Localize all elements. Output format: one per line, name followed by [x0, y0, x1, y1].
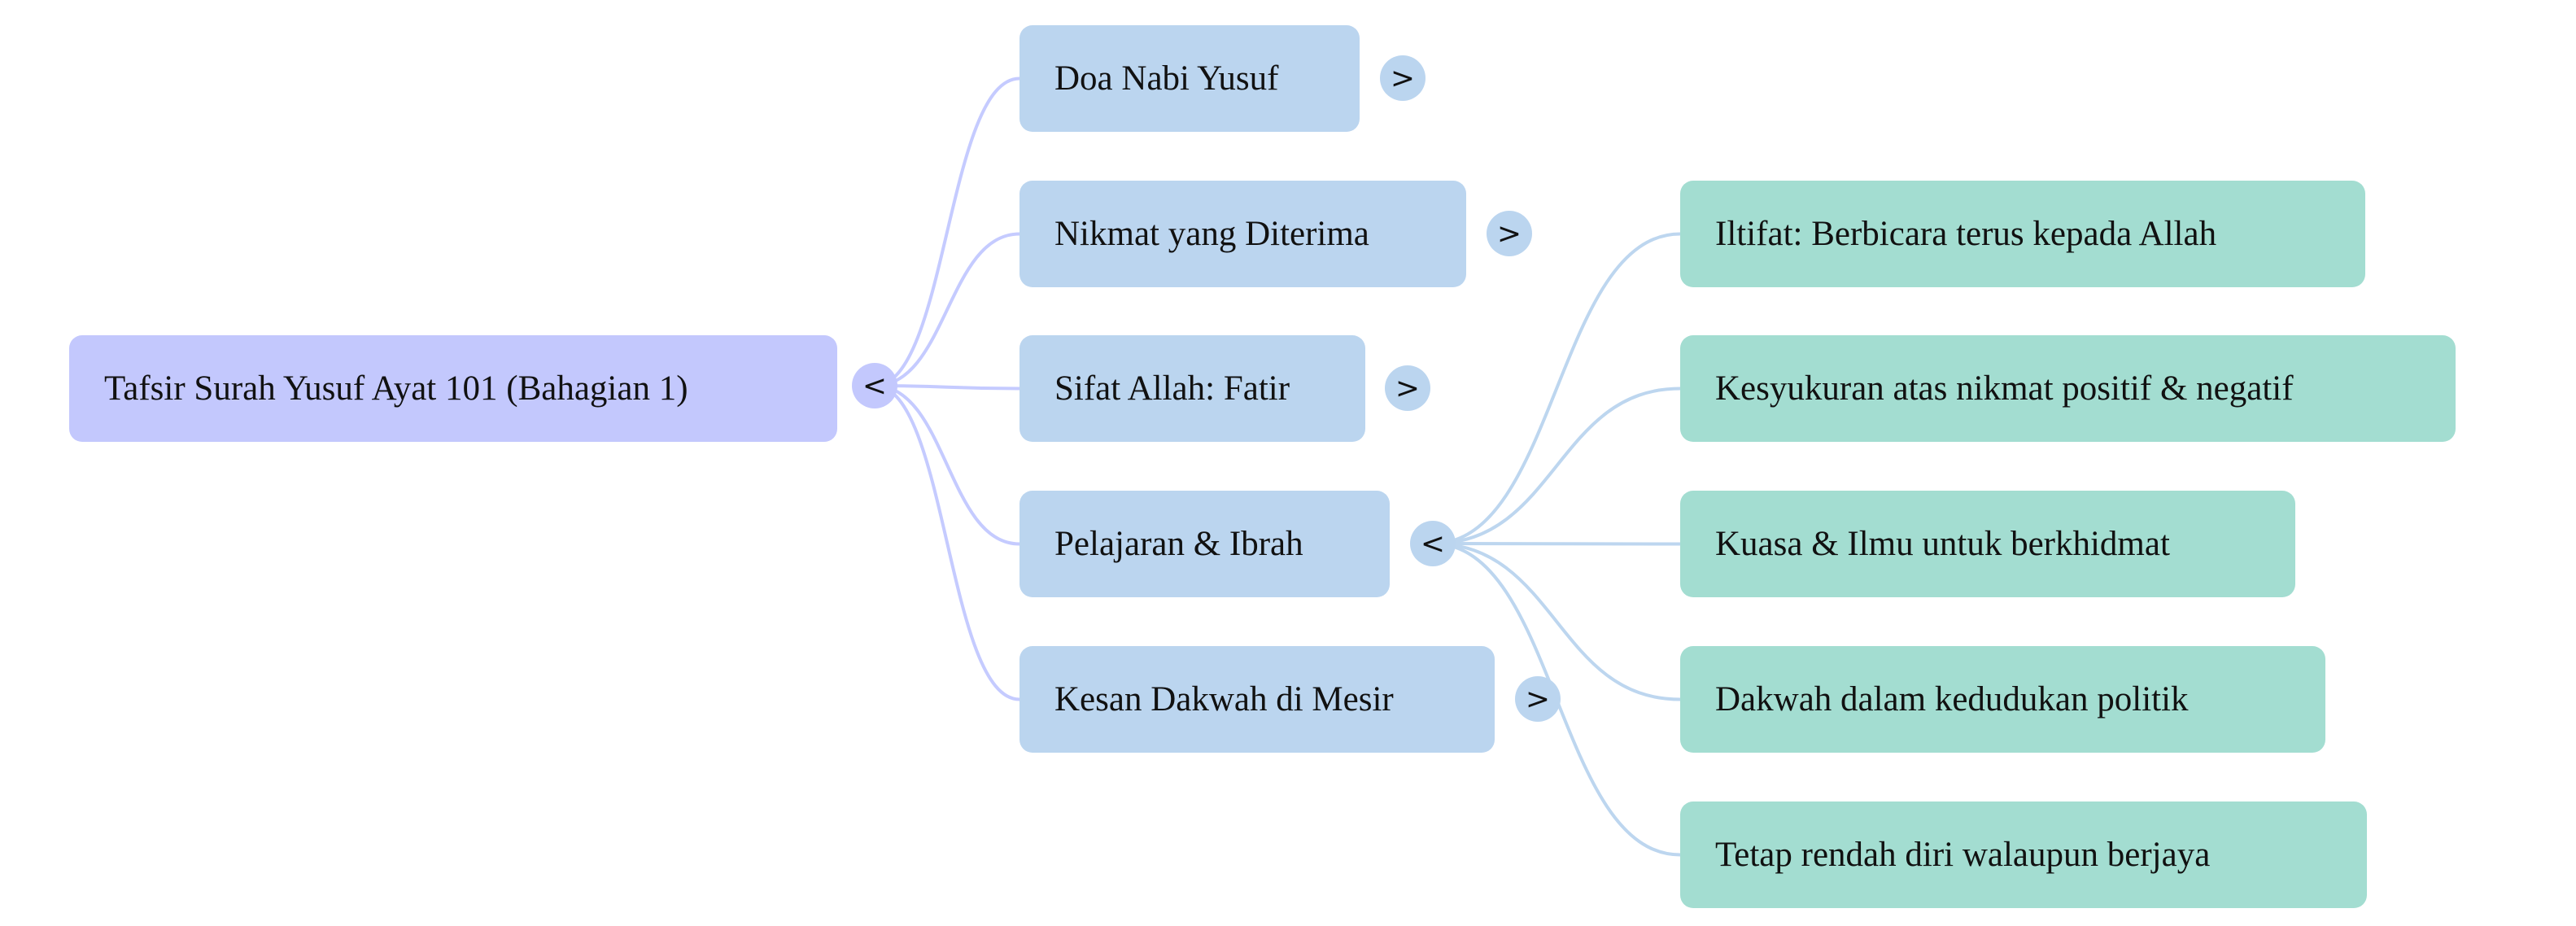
root-connector-line	[874, 384, 1020, 546]
subtopic-node-rendah-diri[interactable]: Tetap rendah diri walaupun berjaya	[1680, 802, 2367, 908]
topic-node-kesan-dakwah-di-mesir[interactable]: Kesan Dakwah di Mesir	[1019, 646, 1495, 753]
subtopic-node-label: Tetap rendah diri walaupun berjaya	[1715, 836, 2211, 874]
subtopic-node-kesyukuran[interactable]: Kesyukuran atas nikmat positif & negatif	[1680, 335, 2456, 442]
subtopic-connector-line	[1432, 387, 1681, 545]
collapse-icon: <	[862, 369, 888, 403]
root-connector-line	[874, 76, 1020, 387]
topic-node-nikmat-yang-diterima[interactable]: Nikmat yang Diterima	[1019, 181, 1466, 287]
expand-toggle-doa-nabi-yusuf[interactable]: >	[1380, 55, 1426, 101]
topic-node-pelajaran-ibrah[interactable]: Pelajaran & Ibrah	[1019, 491, 1390, 597]
topic-node-doa-nabi-yusuf[interactable]: Doa Nabi Yusuf	[1019, 25, 1360, 132]
topic-node-label: Nikmat yang Diterima	[1054, 215, 1369, 253]
subtopic-connector-line	[1432, 542, 1681, 701]
root-node-label: Tafsir Surah Yusuf Ayat 101 (Bahagian 1)	[104, 369, 688, 408]
expand-icon: >	[1525, 682, 1551, 716]
collapse-toggle-pelajaran-ibrah[interactable]: <	[1410, 521, 1456, 566]
expand-toggle-kesan-dakwah-di-mesir[interactable]: >	[1515, 676, 1561, 722]
expand-icon: >	[1496, 216, 1522, 251]
subtopic-connector-line	[1432, 232, 1681, 545]
topic-node-label: Sifat Allah: Fatir	[1054, 369, 1290, 408]
subtopic-node-label: Dakwah dalam kedudukan politik	[1715, 680, 2189, 719]
collapse-icon: <	[1420, 526, 1446, 561]
subtopic-node-kuasa-ilmu[interactable]: Kuasa & Ilmu untuk berkhidmat	[1680, 491, 2295, 597]
expand-toggle-nikmat-yang-diterima[interactable]: >	[1487, 211, 1532, 256]
root-connector-line	[874, 384, 1020, 701]
root-connector-line	[874, 384, 1020, 391]
topic-node-label: Doa Nabi Yusuf	[1054, 59, 1279, 98]
expand-icon: >	[1390, 61, 1416, 95]
topic-node-label: Kesan Dakwah di Mesir	[1054, 680, 1394, 719]
subtopic-node-dakwah-politik[interactable]: Dakwah dalam kedudukan politik	[1680, 646, 2325, 753]
subtopic-node-label: Kuasa & Ilmu untuk berkhidmat	[1715, 525, 2170, 563]
topic-node-sifat-allah-fatir[interactable]: Sifat Allah: Fatir	[1019, 335, 1365, 442]
expand-toggle-sifat-allah-fatir[interactable]: >	[1385, 365, 1430, 411]
subtopic-node-label: Iltifat: Berbicara terus kepada Allah	[1715, 215, 2217, 253]
root-node[interactable]: Tafsir Surah Yusuf Ayat 101 (Bahagian 1)	[69, 335, 837, 442]
subtopic-node-iltifat[interactable]: Iltifat: Berbicara terus kepada Allah	[1680, 181, 2365, 287]
subtopic-node-label: Kesyukuran atas nikmat positif & negatif	[1715, 369, 2294, 408]
topic-node-label: Pelajaran & Ibrah	[1054, 525, 1303, 563]
expand-icon: >	[1395, 371, 1421, 405]
root-connector-line	[874, 232, 1020, 387]
root-collapse-toggle[interactable]: <	[852, 363, 897, 408]
